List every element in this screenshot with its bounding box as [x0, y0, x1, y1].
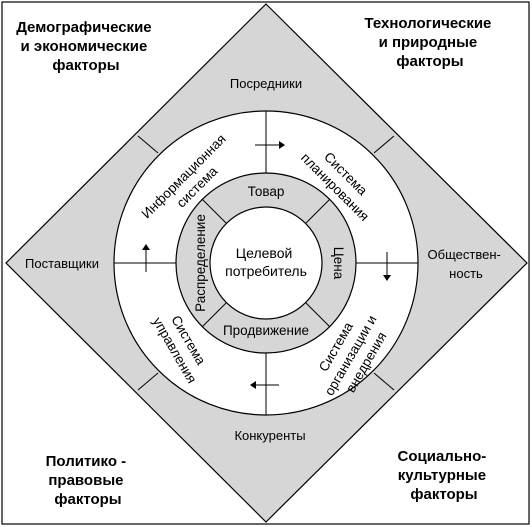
inner-divider-nw: [201, 198, 227, 224]
inner-ring-label-top: Товар: [248, 184, 285, 199]
inner-ring-label-left: Распределение: [193, 214, 208, 312]
inner-divider-sw: [201, 302, 227, 328]
corner-top-left-label: Демографические и экономические факторы: [16, 19, 156, 74]
inner-divider-ne: [305, 198, 331, 224]
inner-ring-label-right: Цена: [331, 247, 346, 280]
corner-top-right-label: Технологические и природные факторы: [364, 15, 495, 70]
center-label: Целевой потребитель: [225, 245, 307, 279]
center-circle: [209, 206, 323, 320]
inner-divider-se: [305, 302, 331, 328]
diamond-separator-top-right: [373, 135, 395, 154]
diamond-separator-top-left: [137, 135, 159, 154]
corner-bottom-left-label: Политико - правовые факторы: [46, 453, 131, 508]
side-left-label: Поставщики: [25, 256, 99, 271]
inner-ring-label-bottom: Продвижение: [223, 323, 309, 338]
side-right-label: Обществен- ность: [428, 247, 505, 281]
arrow-right: [255, 141, 285, 149]
diamond-separator-bottom-left: [137, 372, 159, 391]
side-bottom-label: Конкуренты: [234, 428, 305, 443]
corner-bottom-right-label: Социально- культурные факторы: [398, 448, 491, 503]
side-top-label: Посредники: [230, 76, 302, 91]
arrow-down: [383, 252, 391, 281]
arrow-up: [142, 244, 150, 272]
arrow-left: [250, 381, 279, 389]
diamond-separator-bottom-right: [373, 372, 395, 391]
